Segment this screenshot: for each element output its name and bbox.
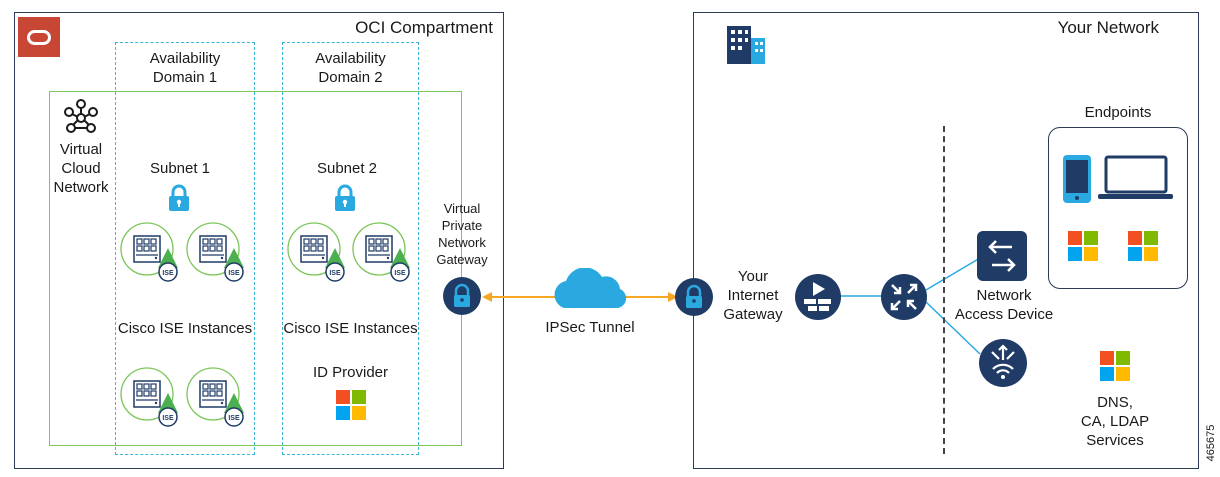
- ise-badge: ISE: [162, 415, 174, 422]
- oci-compartment-title: OCI Compartment: [355, 18, 493, 37]
- ise-badge: ISE: [162, 270, 174, 277]
- network-boundary-line: [943, 126, 945, 454]
- vcn-box: [49, 91, 462, 446]
- firewall-icon: [795, 274, 841, 320]
- network-access-device-label: Network Access Device: [954, 287, 1054, 323]
- ise-badge: ISE: [228, 270, 240, 277]
- ise-server-icon: ISE: [186, 367, 244, 427]
- ise-badge: ISE: [394, 270, 406, 277]
- ise-server-icon: ISE: [120, 367, 178, 427]
- vpn-gateway-label: Virtual Private Network Gateway: [436, 201, 488, 267]
- cloud-icon: [554, 268, 627, 308]
- switch-icon: [977, 231, 1027, 281]
- windows-logo-icon: [1068, 231, 1098, 261]
- ise-instances-label-2: Cisco ISE Instances: [283, 320, 418, 337]
- figure-id: 465675: [1205, 424, 1217, 462]
- ise-instances-label-1: Cisco ISE Instances: [117, 320, 253, 337]
- your-network-box: [693, 12, 1199, 469]
- laptop-icon: [1098, 155, 1173, 199]
- ipsec-tunnel-label: IPSec Tunnel: [545, 319, 635, 336]
- availability-domain-1: [115, 42, 255, 455]
- ad1-label: Availability Domain 1: [149, 50, 221, 86]
- ise-server-icon: ISE: [287, 222, 345, 282]
- ise-server-icon: ISE: [352, 222, 410, 282]
- endpoints-label: Endpoints: [1084, 104, 1152, 121]
- internet-gateway-label: Your Internet Gateway: [723, 268, 783, 323]
- availability-domain-2: [282, 42, 419, 455]
- oracle-logo-icon: [18, 17, 60, 57]
- subnet1-label: Subnet 1: [149, 160, 211, 177]
- lock-icon: [169, 184, 189, 211]
- microsoft-logo-icon: [1100, 351, 1130, 381]
- ise-badge: ISE: [228, 415, 240, 422]
- id-provider-label: ID Provider: [312, 364, 389, 381]
- your-network-title: Your Network: [1057, 18, 1159, 37]
- endpoints-box: [1048, 127, 1188, 289]
- vcn-label: Virtual Cloud Network: [53, 141, 109, 196]
- windows-logo-icon: [1128, 231, 1158, 261]
- microsoft-logo-icon: [336, 390, 366, 420]
- internet-gateway-lock-icon: [675, 278, 713, 316]
- wireless-ap-icon: [979, 339, 1027, 387]
- oci-compartment-box: [14, 12, 504, 469]
- mobile-phone-icon: [1063, 155, 1091, 203]
- subnet2-label: Subnet 2: [316, 160, 378, 177]
- ise-badge: ISE: [329, 270, 341, 277]
- ise-server-icon: ISE: [120, 222, 178, 282]
- router-icon: [881, 274, 927, 320]
- ad2-label: Availability Domain 2: [315, 50, 386, 86]
- building-icon: [727, 26, 765, 64]
- dns-ca-ldap-label: DNS, CA, LDAP Services: [1080, 394, 1150, 449]
- vpn-gateway-lock-icon: [443, 277, 481, 315]
- network-icon: [64, 99, 98, 133]
- lock-icon: [335, 184, 355, 211]
- ise-server-icon: ISE: [186, 222, 244, 282]
